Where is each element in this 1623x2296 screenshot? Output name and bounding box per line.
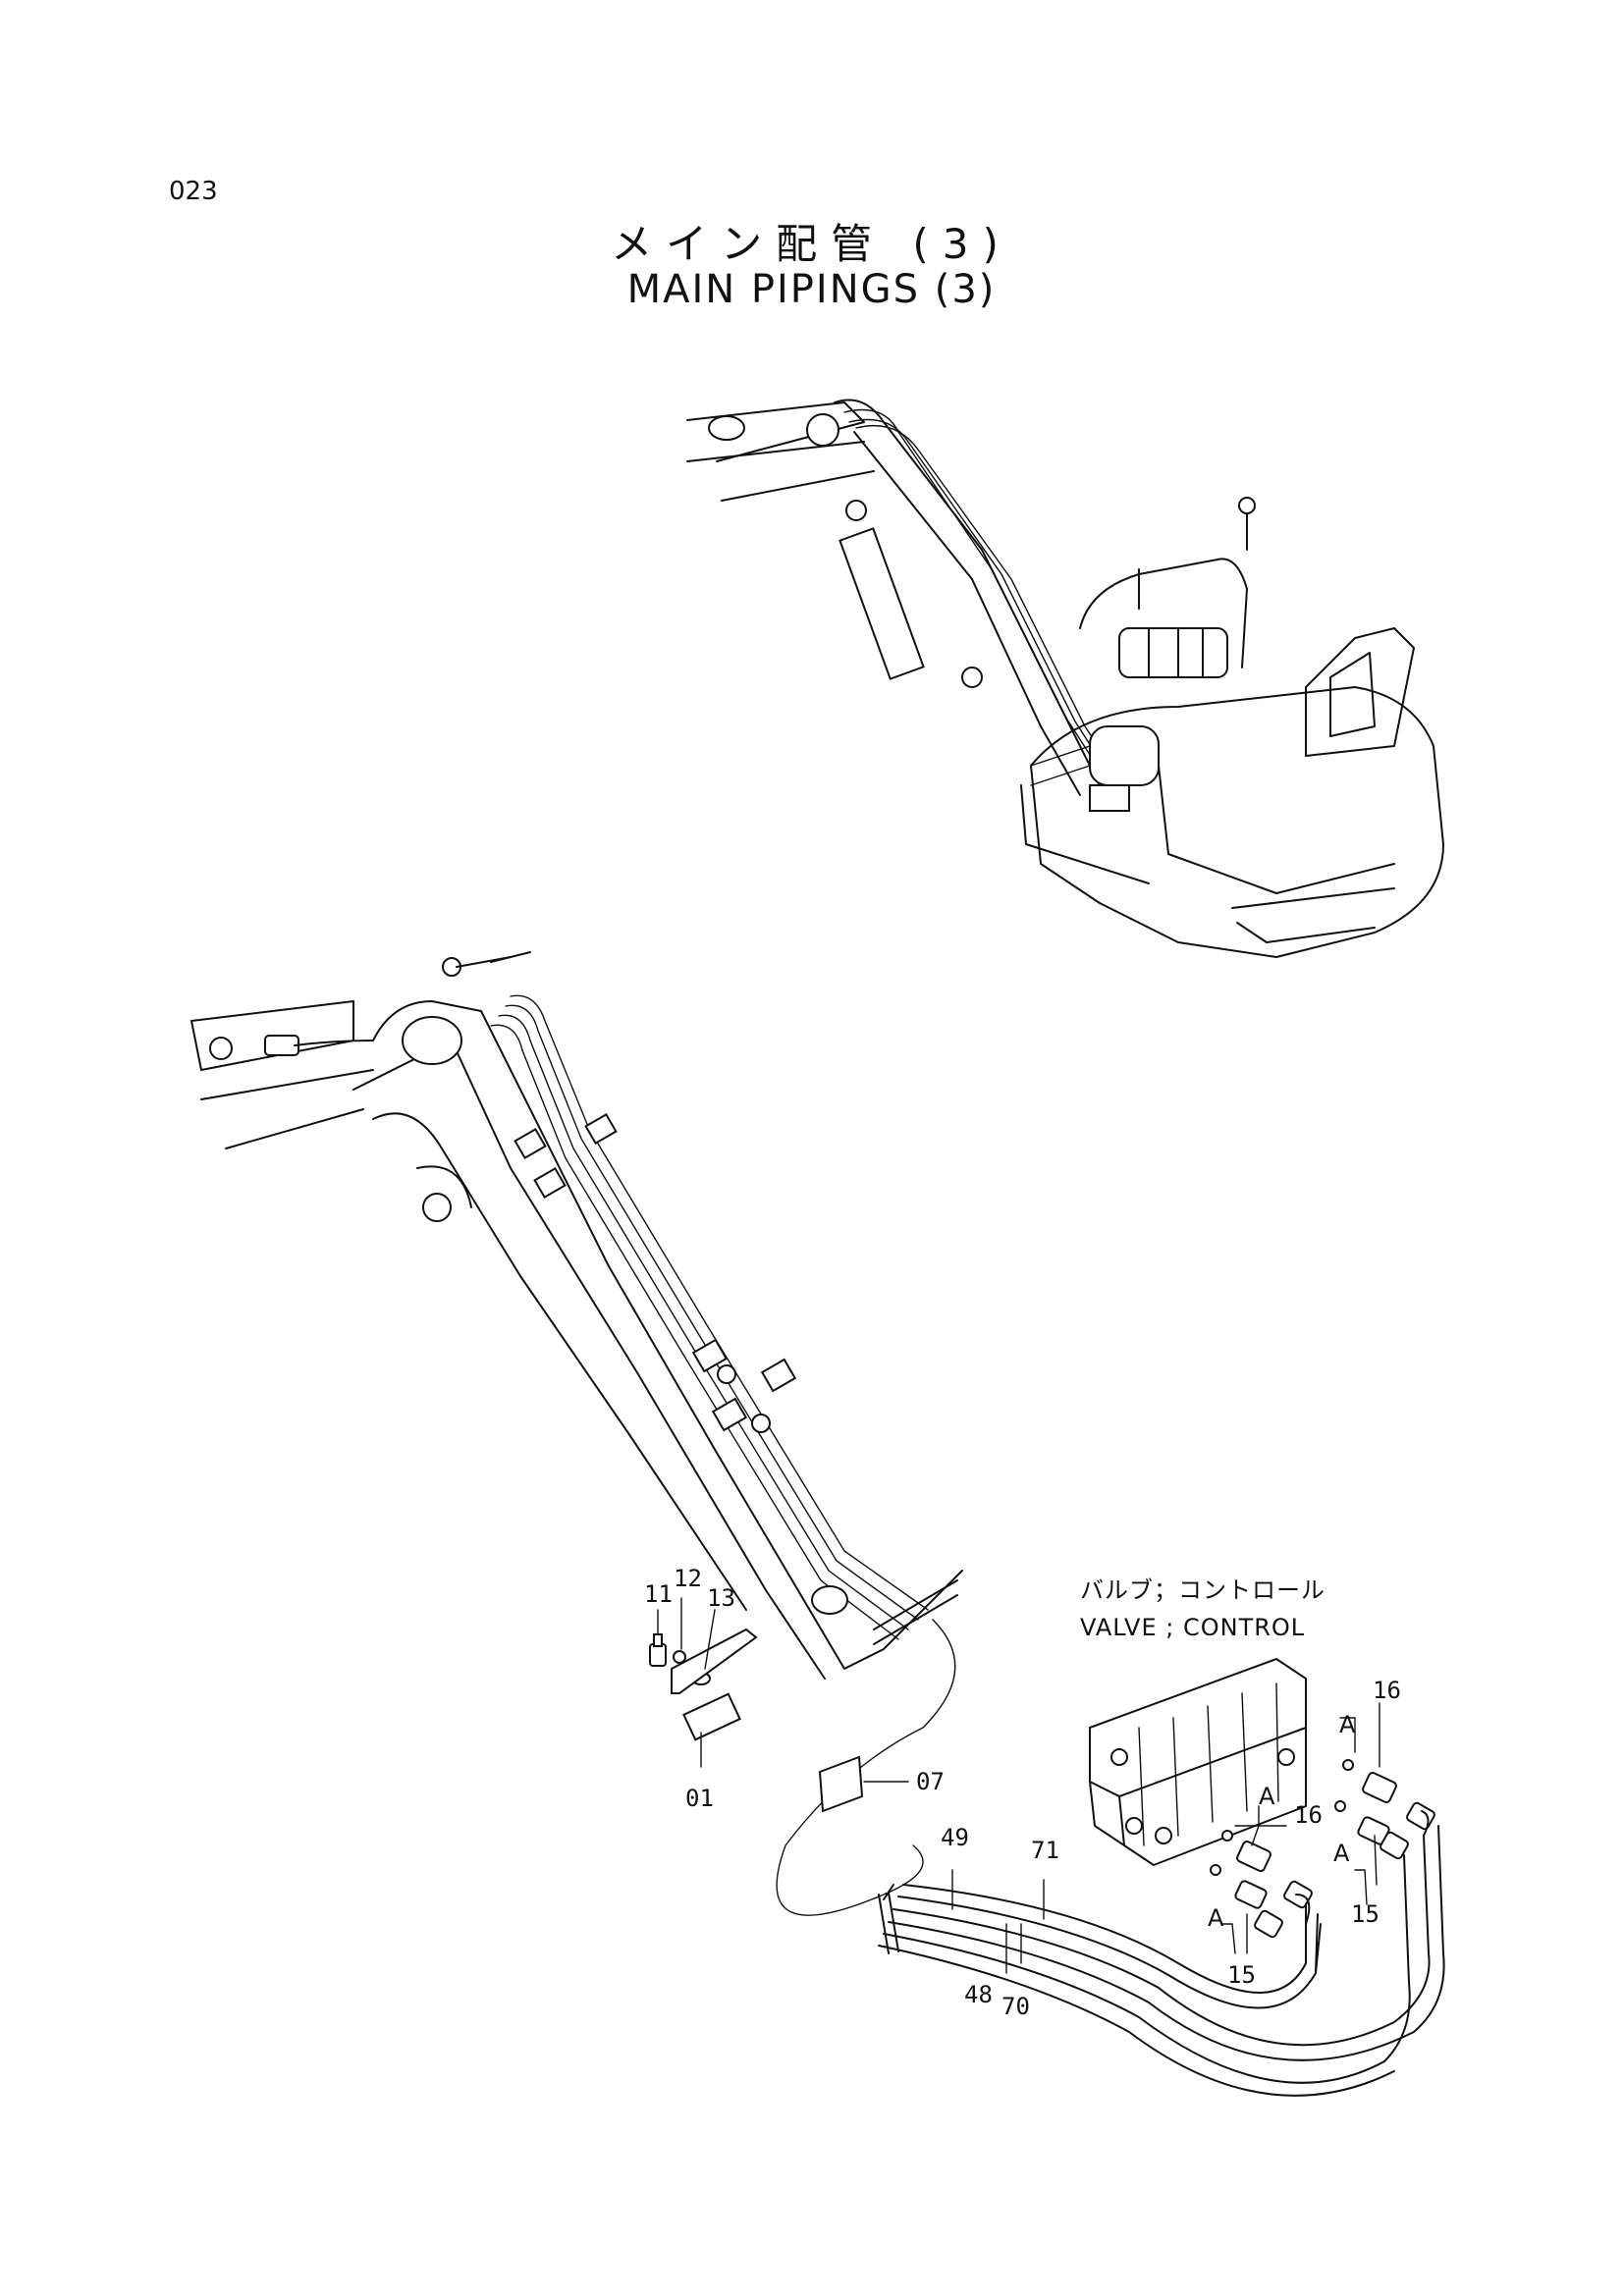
control-valve-assembly xyxy=(1089,1657,1435,1939)
callout-70: 70 xyxy=(1001,1993,1030,2020)
marker-a-upper: A xyxy=(1339,1711,1356,1738)
hose-routing-line xyxy=(776,1619,956,1916)
pad-part xyxy=(818,1755,909,1813)
callout-16-lower: 16 xyxy=(1294,1801,1323,1829)
callout-71: 71 xyxy=(1031,1837,1059,1864)
valve-label-japanese: バルブ；コントロール xyxy=(1080,1576,1325,1604)
marker-a-middle: A xyxy=(1259,1783,1275,1810)
marker-a-left: A xyxy=(1208,1904,1224,1932)
valve-label-english: VALVE ; CONTROL xyxy=(1080,1614,1305,1641)
callout-48: 48 xyxy=(964,1981,993,2008)
page-number: 023 xyxy=(169,177,218,206)
bracket-assembly-parts xyxy=(649,1597,758,1768)
callout-49: 49 xyxy=(941,1824,969,1851)
page-title-english: MAIN PIPINGS (3) xyxy=(626,267,997,312)
boom-piping-illustration xyxy=(190,951,963,1680)
callout-15-right: 15 xyxy=(1351,1900,1380,1928)
callout-13: 13 xyxy=(707,1584,735,1612)
machine-overview-illustration xyxy=(686,399,1444,958)
page-title-japanese: メイン配管 (3) xyxy=(611,220,1012,268)
callout-12: 12 xyxy=(674,1565,702,1592)
callout-leaders xyxy=(1221,1702,1380,1954)
callout-11: 11 xyxy=(644,1580,673,1608)
marker-a-right: A xyxy=(1333,1840,1350,1867)
callout-01: 01 xyxy=(685,1785,714,1812)
callout-15-left: 15 xyxy=(1227,1961,1256,1989)
callout-16-upper: 16 xyxy=(1373,1677,1401,1704)
callout-07: 07 xyxy=(916,1768,945,1795)
hose-bundle xyxy=(878,1810,1445,2097)
